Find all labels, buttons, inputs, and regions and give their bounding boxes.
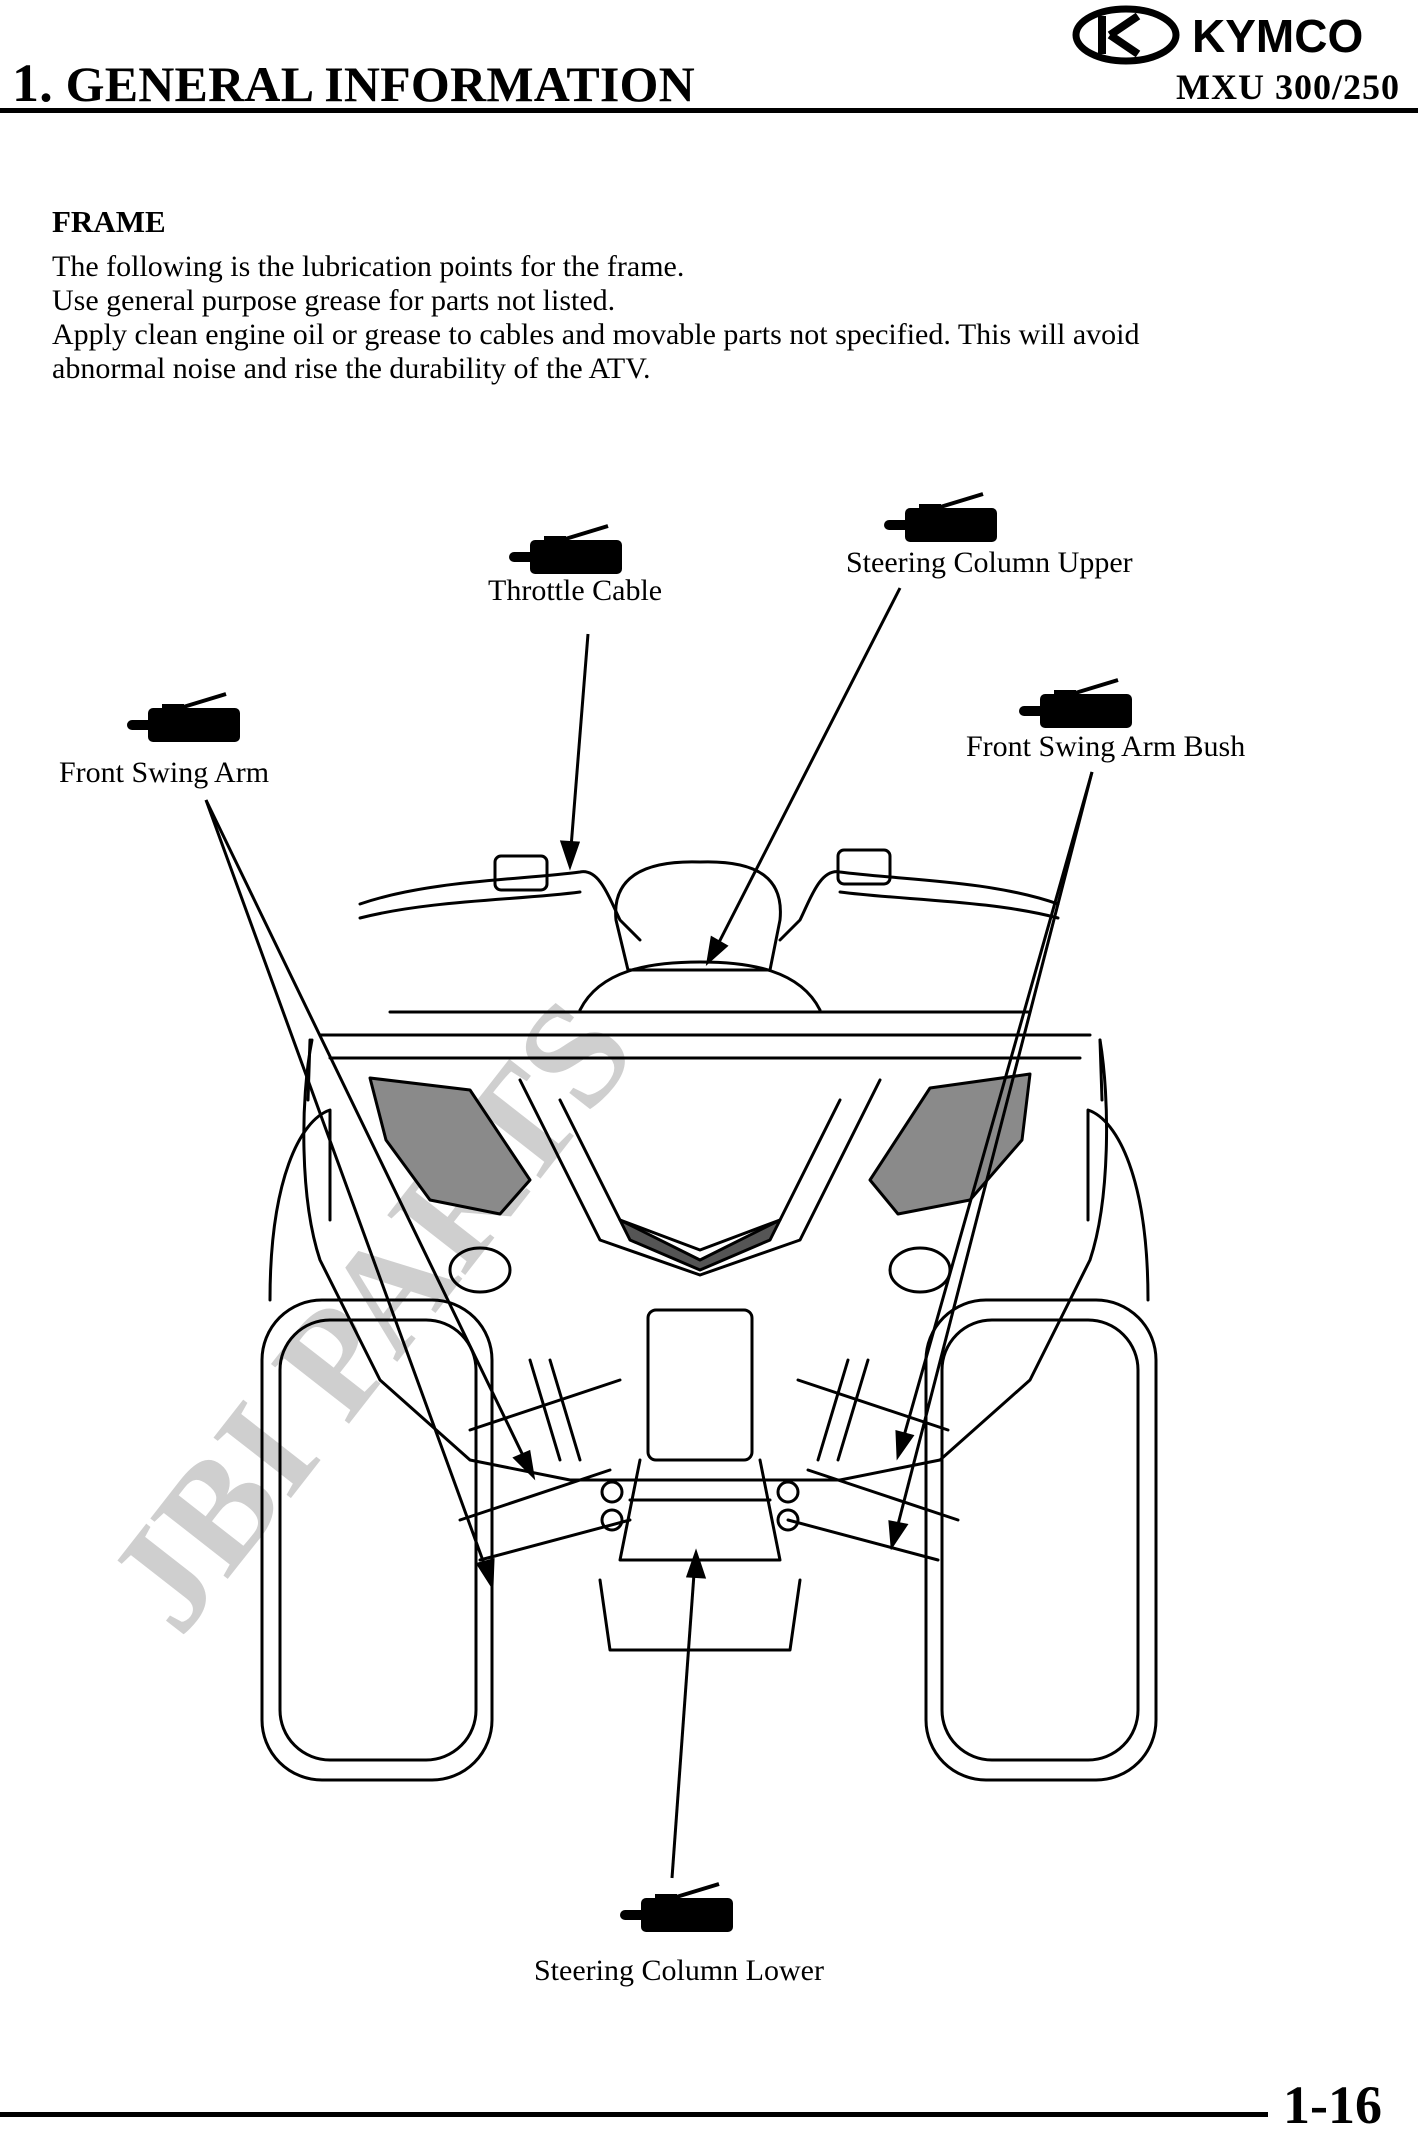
grease-gun-icon bbox=[507, 524, 624, 576]
chapter-title: GENERAL INFORMATION bbox=[65, 56, 695, 112]
section-title: FRAME bbox=[52, 204, 166, 239]
body-line-1: The following is the lubrication points … bbox=[52, 250, 685, 283]
page-number: 1-16 bbox=[1283, 2075, 1382, 2135]
label-front-swing-arm-bush: Front Swing Arm Bush bbox=[966, 730, 1246, 763]
atv-lubrication-diagram: JBI PARTS bbox=[75, 492, 1158, 1934]
grease-gun-icon bbox=[618, 1882, 735, 1934]
kymco-logo: KYMCO bbox=[1072, 5, 1363, 65]
label-front-swing-arm: Front Swing Arm bbox=[59, 756, 270, 789]
label-steering-column-lower: Steering Column Lower bbox=[534, 1954, 824, 1987]
svg-text:JBI PARTS: JBI PARTS bbox=[75, 970, 665, 1660]
chapter-number: 1. bbox=[12, 53, 53, 113]
body-line-2: Use general purpose grease for parts not… bbox=[52, 284, 616, 317]
watermark: JBI PARTS bbox=[75, 970, 665, 1660]
svg-text:KYMCO: KYMCO bbox=[1192, 10, 1363, 62]
footer-rule bbox=[0, 2112, 1268, 2117]
grease-gun-icon bbox=[125, 692, 242, 744]
header-rule bbox=[0, 108, 1418, 113]
atv-drawing bbox=[260, 848, 1158, 1782]
grease-gun-icon bbox=[882, 492, 999, 544]
leader-lines bbox=[204, 587, 1094, 1879]
body-line-4: abnormal noise and rise the durability o… bbox=[52, 352, 651, 385]
label-steering-column-upper: Steering Column Upper bbox=[846, 546, 1133, 579]
chapter-heading: 1. GENERAL INFORMATION bbox=[12, 52, 695, 114]
label-throttle-cable: Throttle Cable bbox=[488, 574, 663, 607]
grease-gun-icon bbox=[1017, 678, 1134, 730]
body-line-3: Apply clean engine oil or grease to cabl… bbox=[52, 318, 1140, 351]
model-name: MXU 300/250 bbox=[1176, 67, 1400, 107]
